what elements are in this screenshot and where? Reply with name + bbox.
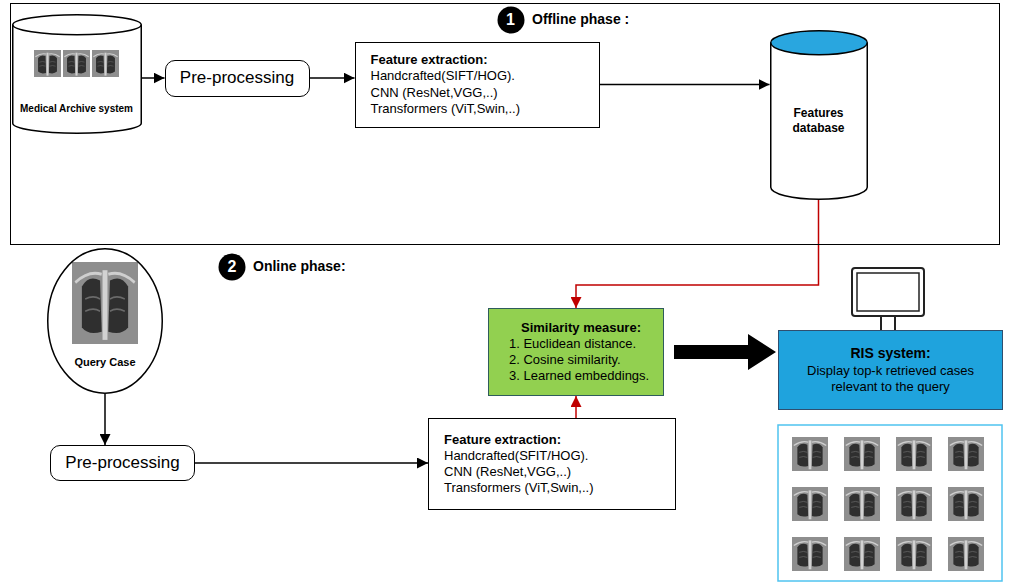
node-heading: RIS system: [850,345,930,363]
node-heading: Feature extraction: [371,52,488,68]
query-ellipse: Query Case [47,248,163,394]
archive-images [34,50,119,77]
xray-thumbnail [948,437,984,471]
similarity-box: Similarity measure:1. Euclidean distance… [488,308,664,396]
flow-arrow [195,462,428,464]
cylinder-top [770,30,867,54]
ris-box: RIS system:Display top-k retrieved cases… [778,330,1003,410]
node-heading: Similarity measure: [521,320,641,336]
phase-frame: Offline phase : 1Medical Archive system Pr… [10,3,1000,245]
process-box: Pre-processing [50,445,195,481]
node-text: Handcrafted(SIFT/HOG). [371,68,515,84]
xray-thumbnail [844,487,880,521]
cylinder-top [12,14,141,34]
results-frame [778,425,1002,581]
xray-thumbnail [948,537,984,571]
node-text: 3. Learned embeddings. [509,368,649,384]
database-cylinder: Features database [770,30,868,200]
step-number: 1 [506,10,515,30]
flow-arrow [310,77,355,79]
circle-fill [219,254,246,281]
xray-thumbnail [34,50,61,77]
ellipse-outline [48,249,163,394]
process-box: Pre-processing [165,60,310,97]
archive-cylinder: Medical Archive system [12,14,142,134]
phase-title: Online phase: [253,258,346,276]
node-text: Handcrafted(SFIT/HOG). [444,448,588,464]
node-text: CNN (ResNet,VGG,..) [371,85,498,101]
node-text: CNN (ResNet,VGG,..) [444,464,571,480]
xray-thumbnail [792,487,828,521]
monitor-stand [894,316,896,330]
xray-thumbnail [92,50,119,77]
results-panel [778,425,1002,581]
query-xray [72,262,138,344]
cylinder-body [770,42,867,198]
cylinder-body [12,24,141,133]
process-box: Feature extraction:Handcrafted(SIFT/HOG)… [355,42,600,128]
step-number: 2 [218,253,246,281]
node-text: Transformers (ViT,Swin,..) [371,101,521,117]
ellipse-shape [47,248,163,394]
node-text: Transformers (ViT,Swin,..) [444,480,594,496]
label-holder: Online phase: [253,258,346,276]
monitor-stand [880,316,882,330]
node-text: Display top-k retrieved cases relevant t… [789,363,992,396]
monitor-frame [852,268,924,316]
circle-fill [497,6,524,33]
xray-thumbnail [896,437,932,471]
process-box: Feature extraction:Handcrafted(SFIT/HOG)… [428,418,676,510]
node-text: 2. Cosine similarity. [509,352,621,368]
node-heading: Feature extraction: [444,432,561,448]
xray-thumbnail [844,537,880,571]
xray-thumbnail [792,437,828,471]
monitor-icon [852,268,924,330]
cylinder-shape [12,14,142,134]
node-text: Pre-processing [65,452,179,473]
xray-thumbnail [63,50,90,77]
step-number: 2 [228,257,237,277]
node-text: Medical Archive system [20,103,133,116]
flow-arrow [104,394,106,445]
flow-arrow [142,77,165,79]
step-number: 1 [497,6,525,34]
xray-thumbnail [792,537,828,571]
node-text: Pre-processing [180,67,294,88]
node-text: Features database [778,106,860,136]
node-text: 1. Euclidean distance. [509,336,636,352]
flow-arrow [575,396,577,418]
xray-thumbnail [896,487,932,521]
flow-arrow [600,84,770,86]
xray-thumbnail [948,487,984,521]
flow-arrow [674,334,776,370]
xray-thumbnail [844,437,880,471]
node-text: Query Case [74,356,135,370]
flow-arrow [576,200,819,309]
monitor-screen [857,273,919,311]
xray-thumbnail [896,537,932,571]
phase-title: Offline phase : [532,11,629,29]
